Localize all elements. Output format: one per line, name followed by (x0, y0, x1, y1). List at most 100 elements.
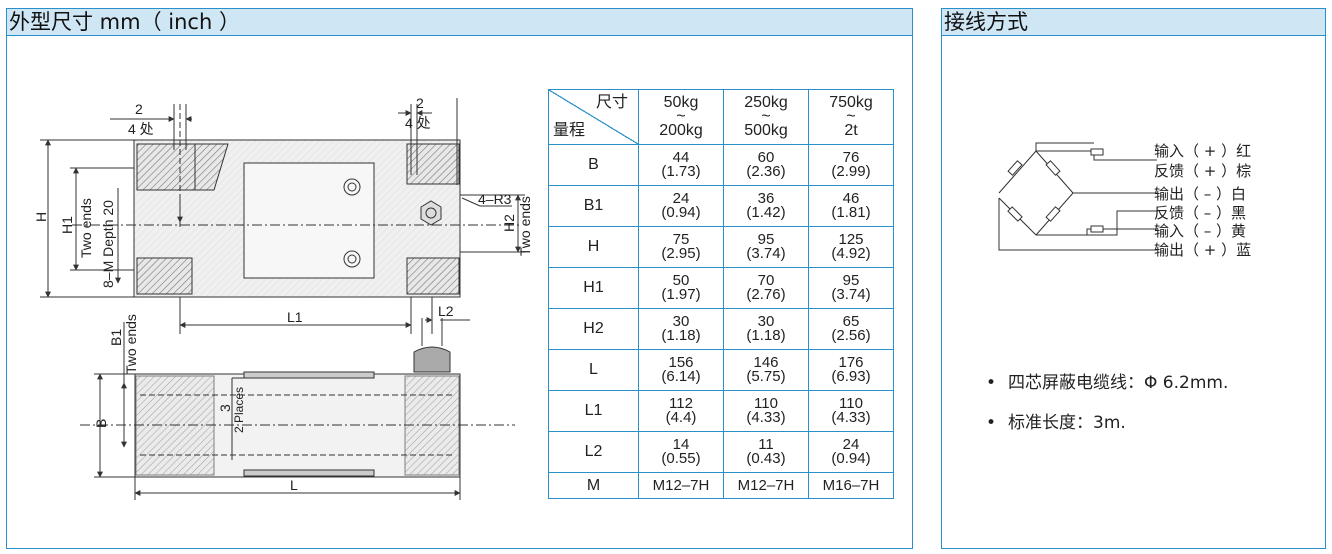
row-label: H (548, 226, 639, 268)
wire-label-input-minus-yellow: 输入（ – ）黄 (1154, 222, 1247, 240)
row-label: H2 (548, 308, 639, 350)
table-cell: M12–7H (638, 472, 724, 499)
r-label: 4–R3 (478, 191, 512, 207)
table-cell: 36(1.42) (723, 185, 809, 227)
wire-label-feedback-minus-black: 反馈（ – ）黑 (1154, 204, 1247, 222)
metric-value: 95 (842, 272, 860, 289)
h-label: H (33, 212, 49, 222)
row-label: L (548, 349, 639, 391)
cable-spec-text: 四芯屏蔽电缆线：Φ 6.2mm. (1008, 373, 1229, 393)
inch-value: (4.4) (665, 409, 697, 426)
table-cell: 146(5.75) (723, 349, 809, 391)
table-cell: 95(3.74) (808, 267, 894, 309)
table-cell: 65(2.56) (808, 308, 894, 350)
bridge-circuit-diagram (998, 142, 1157, 251)
capacity-header-2: 250kg~500kg (723, 89, 809, 145)
metric-value: 112 (669, 395, 693, 412)
metric-value: 30 (672, 313, 690, 330)
b1-label: B1 (108, 329, 124, 346)
length-spec-bullet: • 标准长度：3m. (986, 408, 1126, 433)
capacity-header-3: 750kg~2t (808, 89, 894, 145)
inch-value: (1.97) (661, 286, 701, 303)
wire-label-output-plus-blue: 输出（ + ）蓝 (1154, 241, 1252, 259)
metric-value: 95 (757, 231, 775, 248)
cable-spec-bullet: • 四芯屏蔽电缆线：Φ 6.2mm. (986, 368, 1228, 393)
metric-value: 70 (757, 272, 775, 289)
metric-value: 50 (672, 272, 690, 289)
l2-label: L2 (438, 303, 454, 319)
inch-value: (2.99) (831, 163, 871, 180)
top-view-plate (243, 162, 375, 279)
wire-label-feedback-plus-brown: 反馈（ + ）棕 (1154, 162, 1252, 180)
table-cell: 50(1.97) (638, 267, 724, 309)
inch-value: (2.56) (831, 327, 871, 344)
metric-value: 176 (838, 354, 864, 371)
metric-value: 110 (754, 395, 778, 412)
table-header-row: 尺寸 量程 50kg~200kg 250kg~500kg 750kg~2t (548, 89, 894, 145)
table-row-m: M M12–7H M12–7H M16–7H (548, 472, 894, 499)
inch-value: (0.43) (746, 450, 786, 467)
two-ends-right-label: Two ends (517, 196, 533, 256)
metric-value: 76 (842, 149, 860, 166)
inch-value: (2.95) (661, 245, 701, 262)
bullet-dot: • (986, 373, 997, 393)
dimension-drawing: 2 4 处 2 4 处 4–R3 H H1 Two ends 8–M Depth… (33, 95, 533, 500)
table-corner-header: 尺寸 量程 (548, 89, 639, 145)
inch-value: (6.14) (661, 368, 701, 385)
dimensions-panel-header: 外型尺寸 mm（ inch ） (7, 9, 912, 36)
two-ends-left-label: Two ends (78, 198, 94, 258)
table-cell: M16–7H (808, 472, 894, 499)
dimensions-title: 外型尺寸 mm（ inch ） (9, 10, 240, 34)
inch-value: (1.42) (746, 204, 786, 221)
row-label: M (548, 472, 639, 499)
table-cell: 112(4.4) (638, 390, 724, 432)
length-spec-text: 标准长度：3m. (1008, 413, 1126, 433)
table-cell: M12–7H (723, 472, 809, 499)
inch-value: (5.75) (746, 368, 786, 385)
thread-depth-label: 8–M Depth 20 (100, 200, 116, 288)
b-label: B (93, 419, 109, 428)
metric-value: 24 (672, 190, 690, 207)
inch-value: (4.33) (746, 409, 786, 426)
h2-label: H2 (501, 214, 517, 232)
dim-2-right-label: 2 (416, 95, 424, 111)
table-cell: 70(2.76) (723, 267, 809, 309)
wiring-panel-header: 接线方式 (942, 9, 1325, 36)
metric-value: 11 (758, 436, 774, 453)
table-cell: 24(0.94) (638, 185, 724, 227)
two-ends-bottom-label: Two ends (123, 314, 139, 374)
inch-value: (1.18) (661, 327, 701, 344)
wire-label-output-minus-white: 输出（ – ）白 (1154, 185, 1247, 203)
inch-value: (0.94) (831, 450, 871, 467)
inch-value: (3.74) (746, 245, 786, 262)
table-cell: 176(6.93) (808, 349, 894, 391)
row-label: L1 (548, 390, 639, 432)
table-cell: 24(0.94) (808, 431, 894, 473)
bullet-dot: • (986, 413, 997, 433)
table-cell: 30(1.18) (638, 308, 724, 350)
metric-value: 75 (672, 231, 690, 248)
table-cell: 95(3.74) (723, 226, 809, 268)
metric-value: 60 (757, 149, 775, 166)
table-cell: 60(2.36) (723, 144, 809, 186)
inch-value: (1.18) (746, 327, 786, 344)
l-label: L (290, 477, 298, 493)
row-label: H1 (548, 267, 639, 309)
inch-value: (2.36) (746, 163, 786, 180)
places-label: 2 Places (232, 387, 246, 433)
metric-value: 125 (838, 231, 864, 248)
inch-value: (0.94) (661, 204, 701, 221)
inch-value: (0.55) (661, 450, 701, 467)
places-4-left-label: 4 处 (128, 121, 154, 137)
table-cell: 110(4.33) (723, 390, 809, 432)
metric-value: 146 (753, 354, 779, 371)
metric-value: 65 (842, 313, 860, 330)
table-cell: 30(1.18) (723, 308, 809, 350)
row-label: B (548, 144, 639, 186)
